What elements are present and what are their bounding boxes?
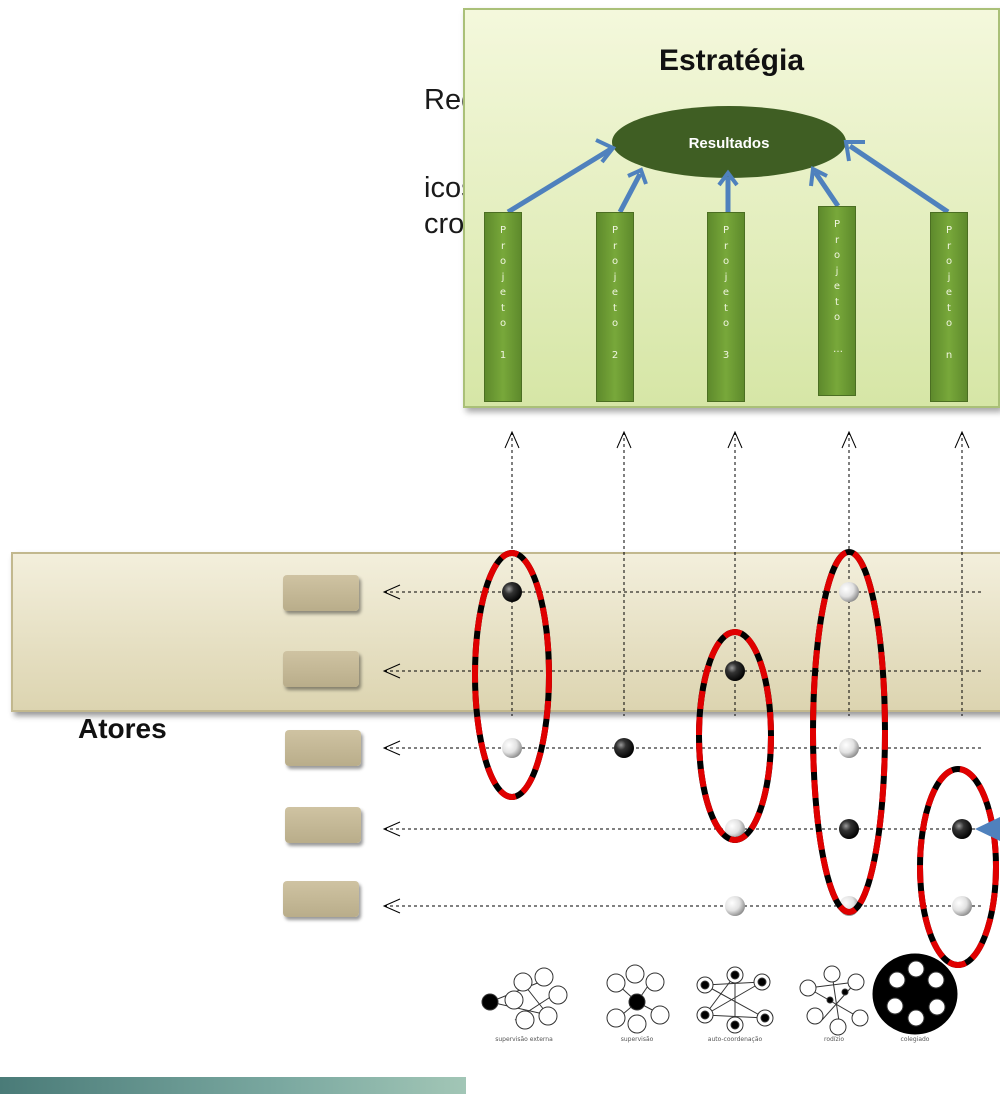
caption-colegiado: colegiado (900, 1036, 930, 1043)
ball-black (614, 738, 634, 758)
actors-label: Atores (78, 713, 167, 744)
atores-panel (11, 552, 1000, 712)
arrow-project-1 (506, 146, 613, 215)
arrow-project-1-head (595, 138, 617, 164)
actor-box-2 (283, 651, 359, 687)
pictogram-rodizio (799, 965, 869, 1036)
participation-balls (502, 582, 972, 916)
arrow-project-2-head (627, 167, 648, 185)
arrow-project-5-head (843, 140, 865, 162)
ball-black (839, 819, 859, 839)
actor-box-1 (283, 575, 359, 611)
pictogram-supervisao (606, 964, 670, 1034)
ball-white (502, 738, 522, 758)
pictogram-colegiado (872, 953, 958, 1035)
arrow-project-2 (617, 172, 643, 214)
ball-white (839, 582, 859, 602)
group-ellipse-3 (810, 549, 888, 915)
strategy-title: Estratégia (658, 44, 805, 77)
ball-white (839, 738, 859, 758)
vertical-arrowheads (504, 430, 970, 449)
arrow-project-4-head (809, 165, 828, 187)
caption-rodizio: rodízio (824, 1036, 844, 1043)
pictogram-supervisao-externa (481, 967, 568, 1030)
actor-box-3 (285, 730, 361, 766)
caption-supervisao-externa: supervisão externa (495, 1036, 553, 1043)
horizontal-arrowheads (382, 584, 401, 914)
group-ellipse-2 (696, 629, 774, 843)
results-ellipse (612, 106, 846, 178)
ball-white (725, 819, 745, 839)
project-to-results-arrows (506, 138, 950, 215)
ball-white (725, 896, 745, 916)
coordination-groups (472, 549, 999, 968)
ball-white (952, 896, 972, 916)
pictogram-auto-coordenacao (696, 966, 774, 1034)
caption-auto-coordenacao: auto-coordenação (707, 1036, 763, 1043)
blue-arrow-partial (975, 817, 1000, 841)
arrow-project-5 (848, 143, 950, 215)
ball-black (725, 661, 745, 681)
actor-box-5 (283, 881, 359, 917)
group-ellipse-4 (917, 766, 999, 968)
ball-black (952, 819, 972, 839)
results-label: Resultados (689, 135, 770, 152)
ball-black (502, 582, 522, 602)
actor-box-4 (285, 807, 361, 843)
coordination-pictograms (481, 953, 958, 1036)
group-ellipse-1 (472, 550, 552, 800)
caption-supervisao: supervisão (620, 1036, 654, 1043)
arrow-project-3-head (717, 169, 739, 187)
arrow-project-4 (812, 170, 841, 208)
footer-bar (0, 1077, 466, 1094)
